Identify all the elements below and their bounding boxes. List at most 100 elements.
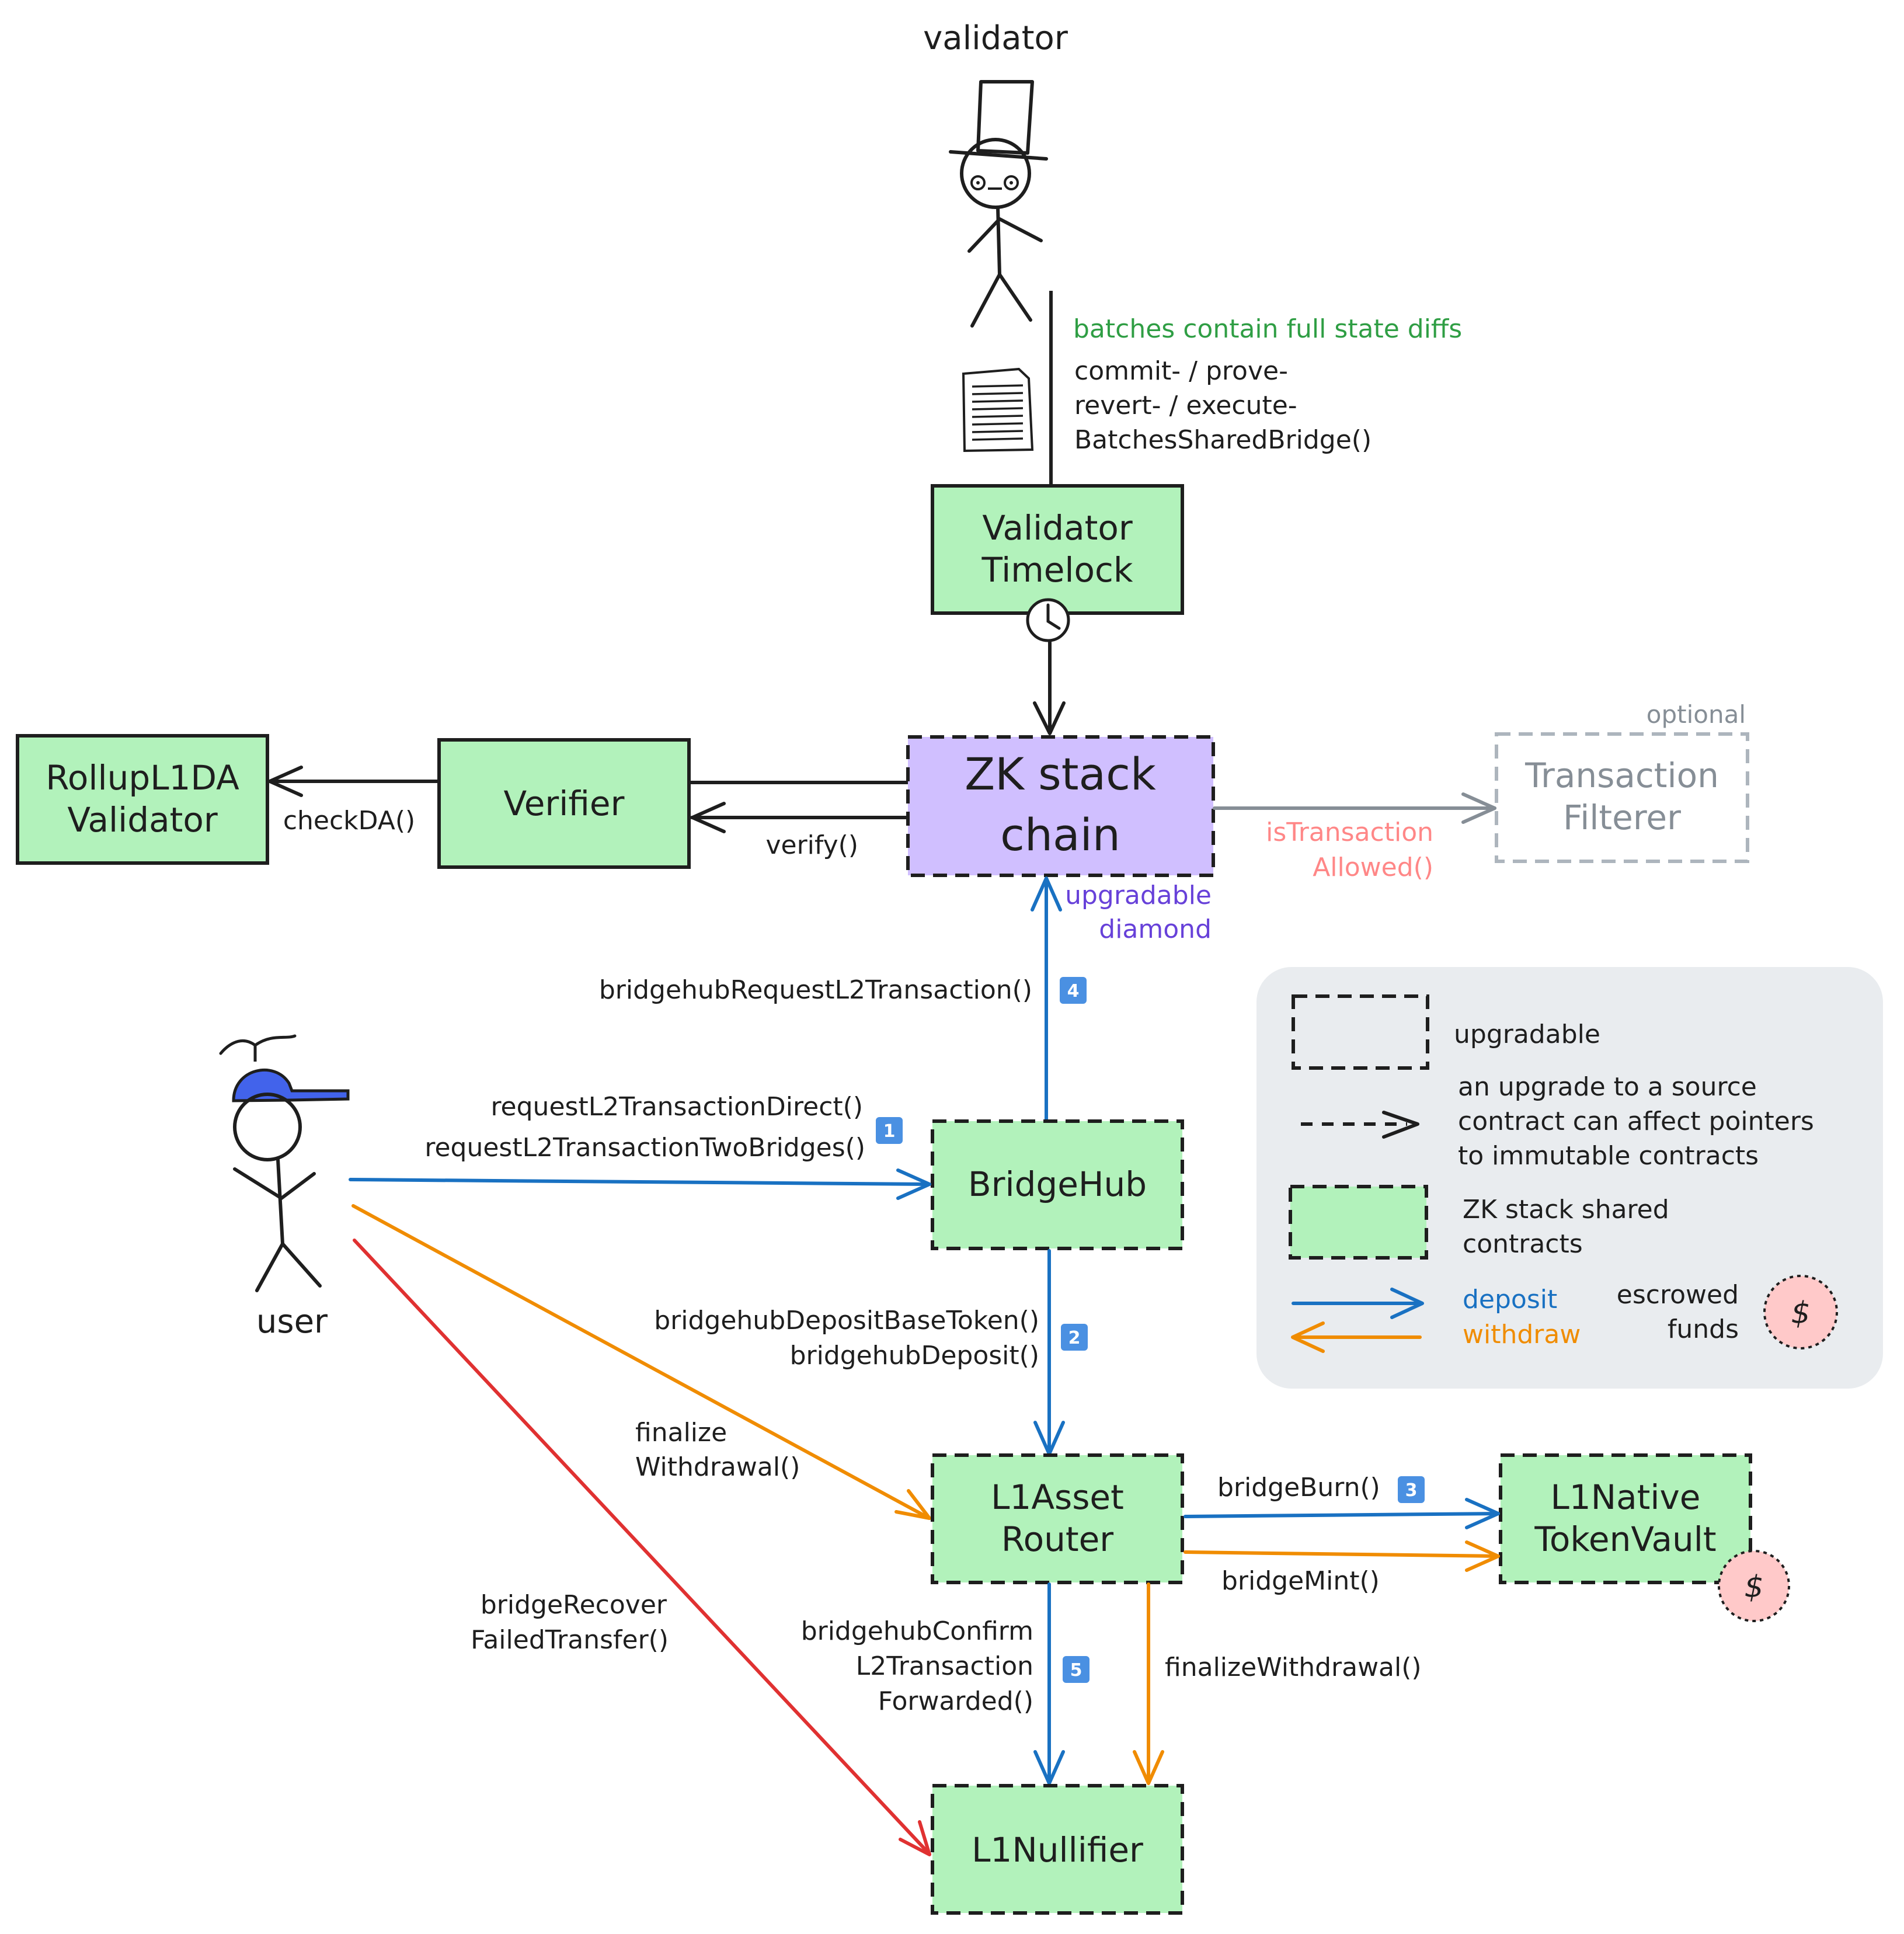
validator-label: validator — [923, 19, 1068, 57]
bridgehub-to-router-arrow — [1033, 1249, 1065, 1456]
asset-router-label-1: L1Asset — [991, 1477, 1124, 1517]
legend-deposit-label: deposit — [1463, 1285, 1557, 1314]
vault-dollar-sign: $ — [1744, 1570, 1763, 1605]
validator-head — [960, 138, 1031, 209]
legend-pointer-note-3: to immutable contracts — [1458, 1141, 1759, 1171]
user-to-bridgehub-arrow — [349, 1168, 931, 1200]
bridge-burn-label: bridgeBurn() — [1217, 1473, 1380, 1502]
asset-router-label-2: Router — [1001, 1519, 1113, 1559]
badge-3: 3 — [1398, 1476, 1425, 1503]
legend-shared-swatch — [1289, 1185, 1428, 1260]
legend-upgradable-label: upgradable — [1454, 1020, 1600, 1049]
native-vault-label-1: L1Native — [1550, 1477, 1700, 1517]
request-bridgehub-label: bridgehubRequestL2Transaction() — [599, 975, 1032, 1005]
user-arms — [233, 1167, 316, 1200]
top-hat-icon — [949, 80, 1048, 161]
upgradable-diamond-label-2: diamond — [1099, 914, 1212, 944]
legend-background — [1256, 967, 1883, 1389]
zk-chain-label-1: ZK stack — [965, 748, 1156, 800]
rollup-da-label-2: Validator — [67, 800, 218, 840]
deposit-calls-label-1: bridgehubDepositBaseToken() — [654, 1306, 1039, 1335]
validator-figure: validator — [923, 19, 1068, 328]
validator-arms — [967, 217, 1043, 253]
finalize-router-label: finalizeWithdrawal() — [1165, 1653, 1422, 1682]
validator-timelock-label-1: Validator — [982, 508, 1133, 548]
verifier-box: Verifier — [437, 738, 691, 869]
legend-shared-label-2: contracts — [1463, 1229, 1583, 1259]
filterer-label-1: Transaction — [1524, 756, 1719, 795]
badge-5: 5 — [1063, 1656, 1090, 1683]
finalize-user-label-2: Withdrawal() — [635, 1452, 800, 1482]
legend-escrowed-label-1: escrowed — [1617, 1280, 1739, 1310]
validator-timelock-box: Validator Timelock — [931, 484, 1184, 615]
verify-label: verify() — [765, 830, 858, 860]
user-figure: user — [219, 1034, 350, 1341]
router-to-nullifier-arrow — [1033, 1582, 1065, 1785]
legend-panel: upgradable an upgrade to a source contra… — [1256, 967, 1883, 1389]
confirm-label-1: bridgehubConfirm — [801, 1616, 1033, 1646]
router-to-vault-mint-arrow — [1184, 1540, 1500, 1572]
badge-2: 2 — [1061, 1324, 1088, 1351]
validator-legs — [970, 273, 1032, 328]
timelock-to-chain-arrow — [1033, 641, 1066, 735]
request-direct-label-1: requestL2TransactionDirect() — [490, 1092, 863, 1122]
legend-pointer-note-1: an upgrade to a source — [1458, 1072, 1757, 1102]
chain-to-verifier-lines — [690, 781, 910, 833]
batch-calls-line-3: BatchesSharedBridge() — [1074, 425, 1372, 455]
user-to-nullifier-arrow — [353, 1239, 931, 1856]
bridgehub-to-chain-arrow — [1031, 876, 1062, 1123]
is-tx-allowed-label-2: Allowed() — [1313, 853, 1433, 882]
native-token-vault-box: L1Native TokenVault — [1499, 1453, 1752, 1584]
legend-shared-label-1: ZK stack shared — [1463, 1195, 1669, 1225]
recover-label-1: bridgeRecover — [481, 1590, 667, 1620]
upgradable-diamond-label-1: upgradable — [1065, 881, 1212, 910]
svg-text:4: 4 — [1067, 981, 1080, 1001]
verifier-label: Verifier — [504, 784, 625, 823]
bridgehub-label: BridgeHub — [968, 1164, 1147, 1204]
check-da-label: checkDA() — [283, 806, 415, 836]
asset-router-box: L1Asset Router — [931, 1453, 1184, 1584]
svg-text:5: 5 — [1070, 1660, 1082, 1681]
filterer-label-2: Filterer — [1563, 798, 1681, 837]
optional-label: optional — [1647, 700, 1746, 729]
router-to-vault-arrow — [1184, 1498, 1500, 1529]
legend-pointer-arrow — [1301, 1111, 1419, 1139]
user-to-router-arrow — [351, 1204, 931, 1520]
legend-dollar-sign: $ — [1791, 1296, 1810, 1331]
cap-icon — [232, 1069, 350, 1102]
bridge-mint-label: bridgeMint() — [1221, 1566, 1380, 1596]
confirm-label-2: L2Transaction — [856, 1651, 1033, 1681]
router-to-nullifier-finalize-arrow — [1133, 1582, 1164, 1785]
native-vault-label-2: TokenVault — [1534, 1519, 1716, 1559]
dollar-coin-icon: $ — [1718, 1550, 1790, 1622]
state-diffs-label: batches contain full state diffs — [1073, 314, 1462, 344]
validator-face — [970, 175, 1019, 190]
chain-to-filterer-arrow — [1213, 792, 1496, 824]
user-legs — [255, 1242, 322, 1292]
rollup-da-label-1: RollupL1DA — [46, 758, 239, 798]
zk-stack-chain-box: ZK stack chain — [906, 735, 1215, 877]
batch-calls-line-2: revert- / execute- — [1074, 391, 1297, 420]
legend-upgradable-swatch — [1292, 994, 1429, 1070]
document-icon — [962, 367, 1034, 453]
bridgehub-box: BridgeHub — [931, 1119, 1184, 1250]
nullifier-label: L1Nullifier — [972, 1830, 1143, 1870]
badge-1: 1 — [876, 1117, 903, 1144]
legend-withdraw-label: withdraw — [1463, 1320, 1581, 1349]
request-direct-label-2: requestL2TransactionTwoBridges() — [424, 1133, 865, 1163]
validator-timelock-label-2: Timelock — [981, 550, 1133, 590]
badge-4: 4 — [1060, 977, 1087, 1004]
propeller-icon — [219, 1034, 297, 1062]
clock-icon — [1026, 598, 1070, 642]
recover-label-2: FailedTransfer() — [471, 1625, 669, 1655]
deposit-calls-label-2: bridgehubDeposit() — [790, 1341, 1039, 1371]
svg-text:3: 3 — [1405, 1480, 1418, 1501]
rollup-da-validator-box: RollupL1DA Validator — [16, 734, 269, 865]
user-head — [233, 1093, 302, 1161]
batch-calls-line-1: commit- / prove- — [1074, 356, 1288, 386]
svg-text:2: 2 — [1068, 1328, 1081, 1348]
finalize-user-label-1: finalize — [635, 1418, 727, 1448]
dollar-coin-icon: $ — [1763, 1275, 1838, 1349]
legend-deposit-arrow — [1292, 1288, 1424, 1319]
